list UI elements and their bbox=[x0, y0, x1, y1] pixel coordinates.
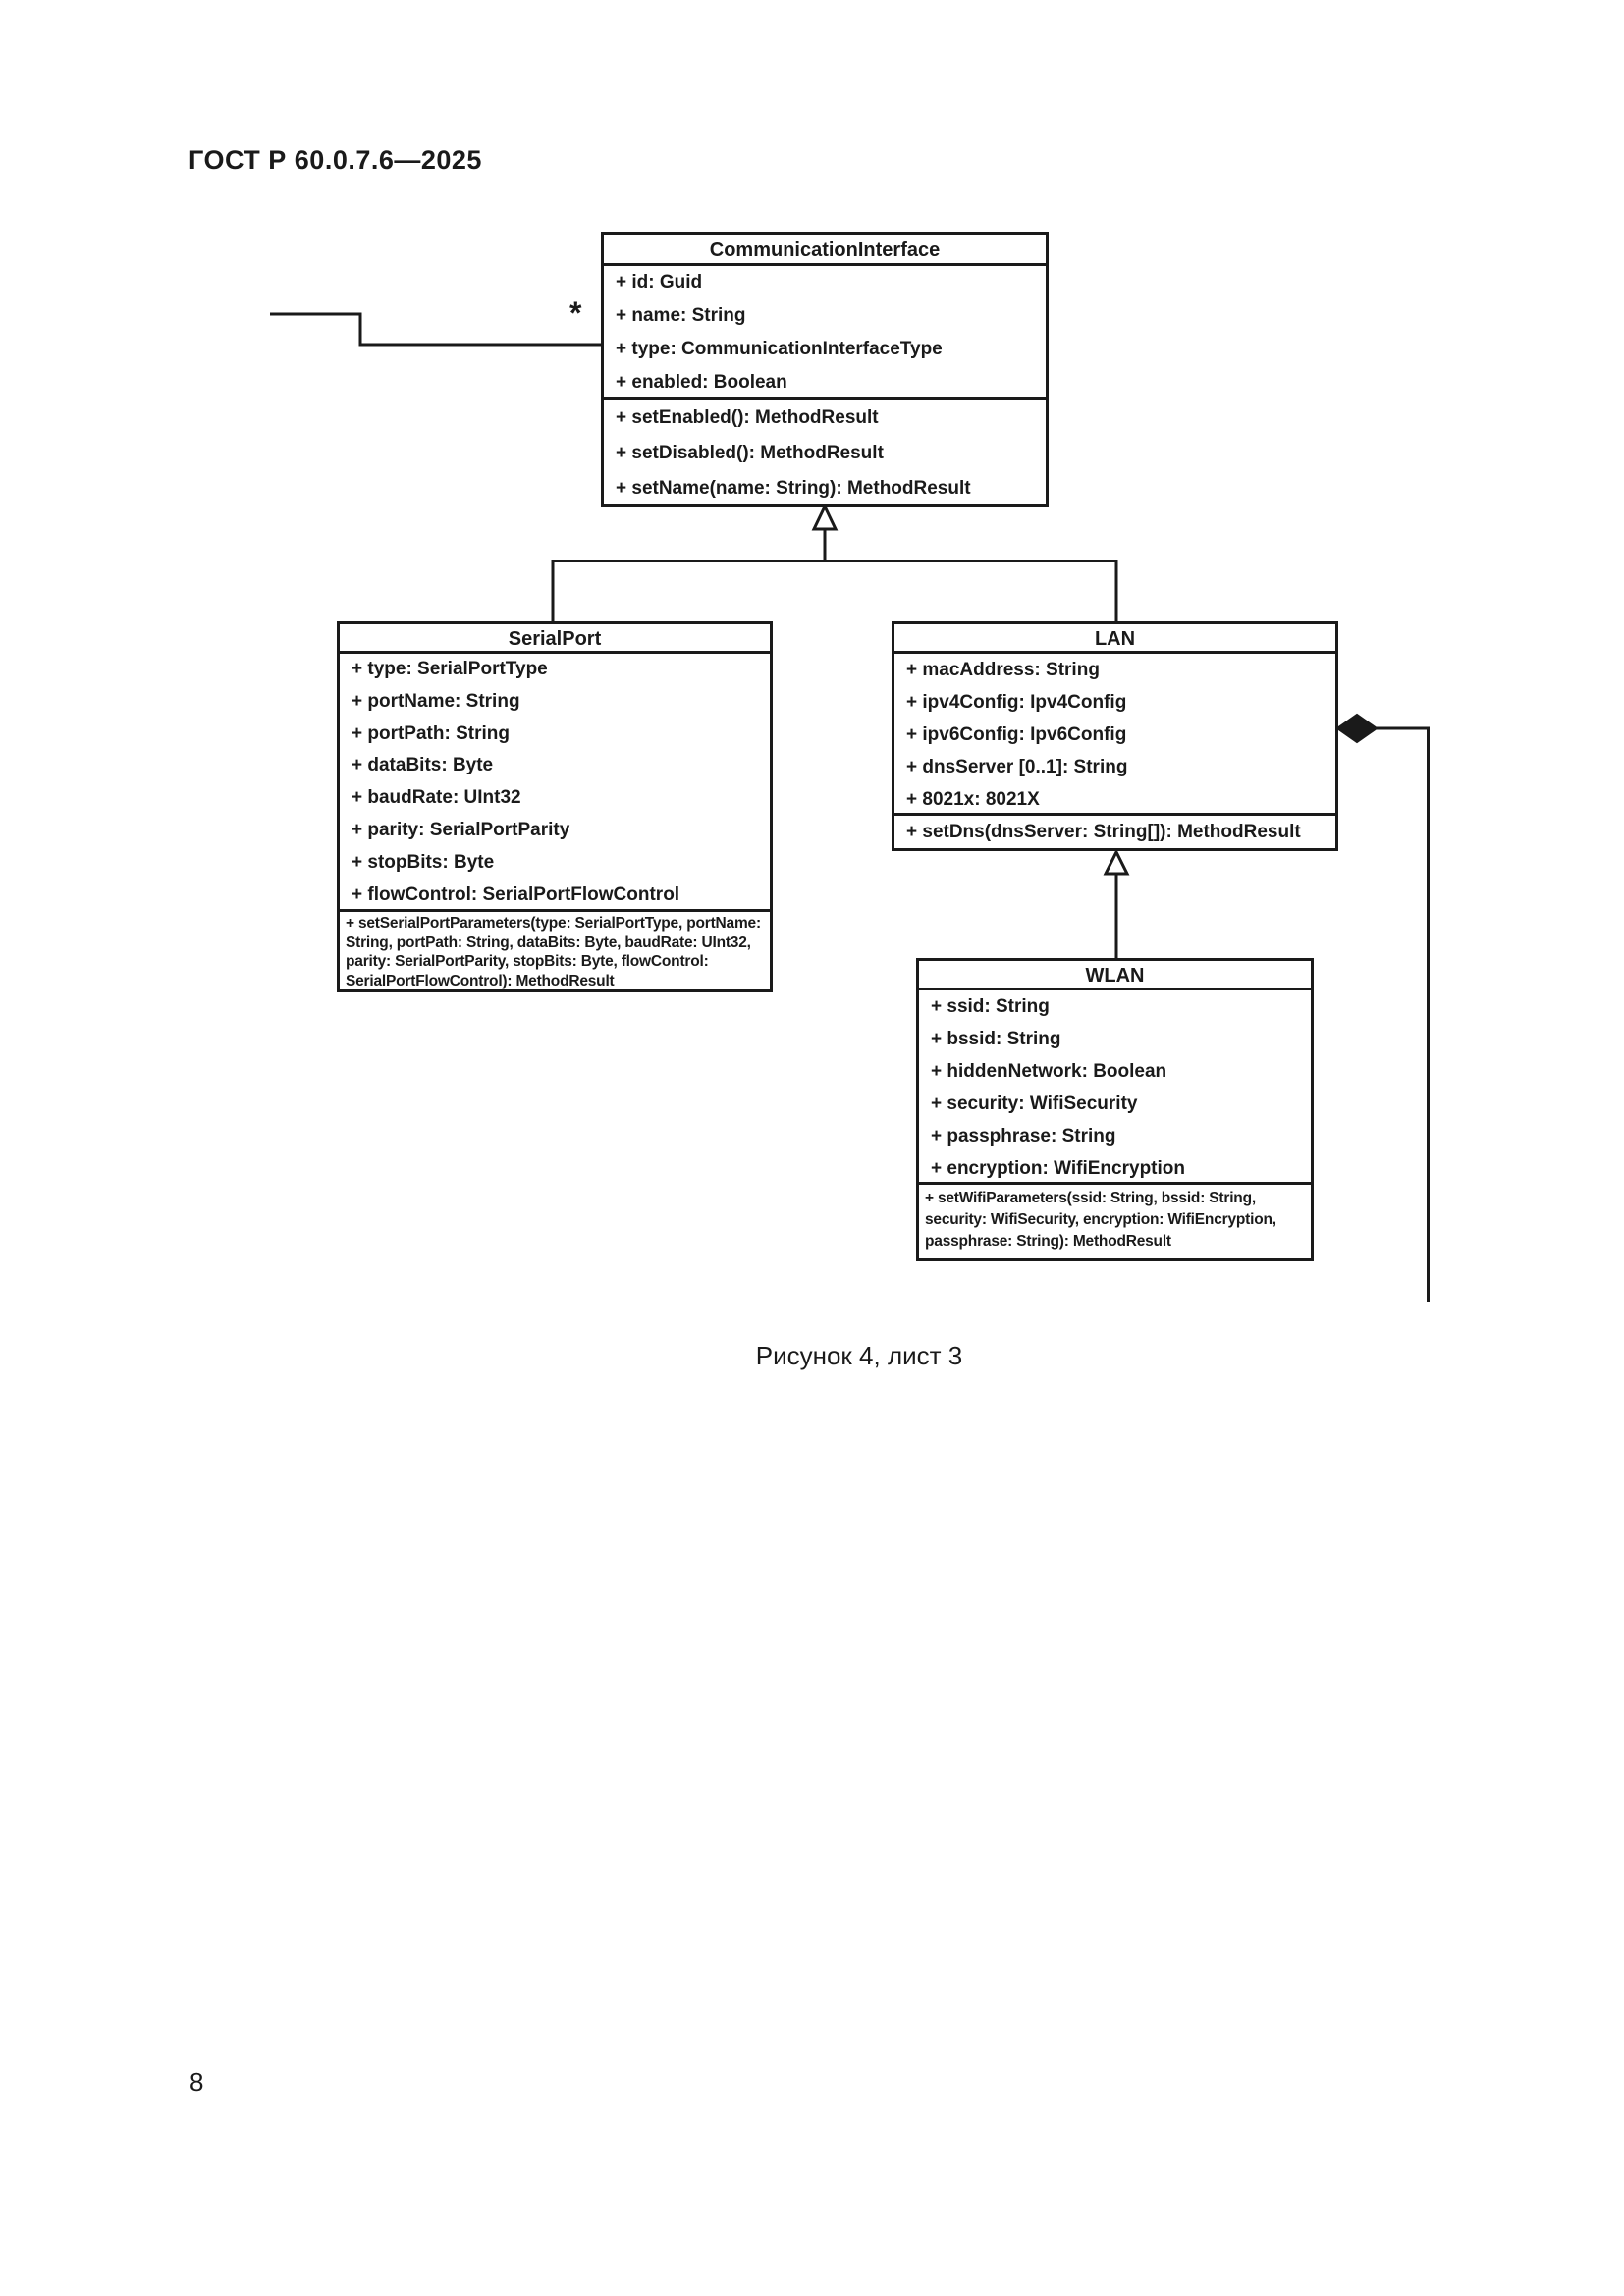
class-attribute: + passphrase: String bbox=[931, 1126, 1116, 1147]
class-attribute: + stopBits: Byte bbox=[352, 851, 495, 873]
class-attribute: + name: String bbox=[616, 305, 746, 326]
class-attribute: + dnsServer [0..1]: String bbox=[906, 757, 1128, 777]
class-title: SerialPort bbox=[340, 624, 770, 654]
uml-class-serialport: SerialPort + type: SerialPortType + portN… bbox=[337, 621, 773, 992]
class-attribute: + ipv4Config: Ipv4Config bbox=[906, 692, 1127, 713]
class-methods: + setDns(dnsServer: String[]): MethodRes… bbox=[894, 816, 1335, 848]
association-line bbox=[270, 312, 601, 347]
class-methods: + setWifiParameters(ssid: String, bssid:… bbox=[919, 1185, 1311, 1255]
class-method: + setEnabled(): MethodResult bbox=[616, 407, 879, 428]
class-attribute: + security: WifiSecurity bbox=[931, 1094, 1138, 1114]
class-attribute: + parity: SerialPortParity bbox=[352, 819, 570, 840]
class-attribute: + macAddress: String bbox=[906, 660, 1100, 680]
page-number: 8 bbox=[189, 2067, 204, 2097]
composition-diamond-icon bbox=[1335, 713, 1379, 744]
class-attribute: + flowControl: SerialPortFlowControl bbox=[352, 883, 680, 905]
multiplicity-star: * bbox=[569, 295, 582, 331]
uml-class-lan: LAN + macAddress: String + ipv4Config: Ip… bbox=[892, 621, 1338, 851]
class-attribute: + type: CommunicationInterfaceType bbox=[616, 339, 943, 359]
class-attribute: + portPath: String bbox=[352, 722, 510, 744]
class-attribute: + encryption: WifiEncryption bbox=[931, 1158, 1185, 1179]
class-attributes: + type: SerialPortType + portName: String… bbox=[340, 654, 770, 912]
figure-caption: Рисунок 4, лист 3 bbox=[755, 1341, 963, 1370]
class-method: + setDns(dnsServer: String[]): MethodRes… bbox=[906, 822, 1301, 842]
class-attribute: + bssid: String bbox=[931, 1029, 1061, 1049]
class-attribute: + id: Guid bbox=[616, 272, 703, 293]
class-method: + setSerialPortParameters(type: SerialPo… bbox=[346, 915, 761, 989]
class-title: LAN bbox=[894, 624, 1335, 654]
class-attribute: + 8021x: 8021X bbox=[906, 789, 1040, 810]
class-title: CommunicationInterface bbox=[604, 235, 1046, 266]
class-title: WLAN bbox=[919, 961, 1311, 990]
class-attribute: + hiddenNetwork: Boolean bbox=[931, 1061, 1167, 1082]
class-attribute: + ipv6Config: Ipv6Config bbox=[906, 724, 1127, 745]
class-method: + setName(name: String): MethodResult bbox=[616, 478, 971, 499]
class-methods: + setSerialPortParameters(type: SerialPo… bbox=[340, 912, 770, 992]
class-attribute: + baudRate: UInt32 bbox=[352, 787, 521, 809]
uml-class-wlan: WLAN + ssid: String + bssid: String + hidd… bbox=[916, 958, 1314, 1261]
generalization-arrow-wlan-icon bbox=[1103, 848, 1130, 876]
class-methods: + setEnabled(): MethodResult + setDisable… bbox=[604, 400, 1046, 504]
document-header: ГОСТ Р 60.0.7.6—2025 bbox=[189, 145, 482, 175]
class-attribute: + enabled: Boolean bbox=[616, 372, 787, 393]
class-attributes: + ssid: String + bssid: String + hiddenNet… bbox=[919, 990, 1311, 1185]
class-attribute: + dataBits: Byte bbox=[352, 755, 494, 776]
class-attributes: + macAddress: String + ipv4Config: Ipv4Co… bbox=[894, 654, 1335, 816]
generalization-arrow-icon bbox=[811, 503, 839, 531]
class-attribute: + ssid: String bbox=[931, 996, 1050, 1017]
class-attributes: + id: Guid + name: String + type: Communic… bbox=[604, 266, 1046, 400]
class-attribute: + portName: String bbox=[352, 690, 520, 712]
class-method: + setWifiParameters(ssid: String, bssid:… bbox=[925, 1190, 1276, 1250]
class-method: + setDisabled(): MethodResult bbox=[616, 443, 884, 463]
class-attribute: + type: SerialPortType bbox=[352, 659, 548, 679]
uml-class-communicationinterface: CommunicationInterface + id: Guid + name:… bbox=[601, 232, 1049, 507]
